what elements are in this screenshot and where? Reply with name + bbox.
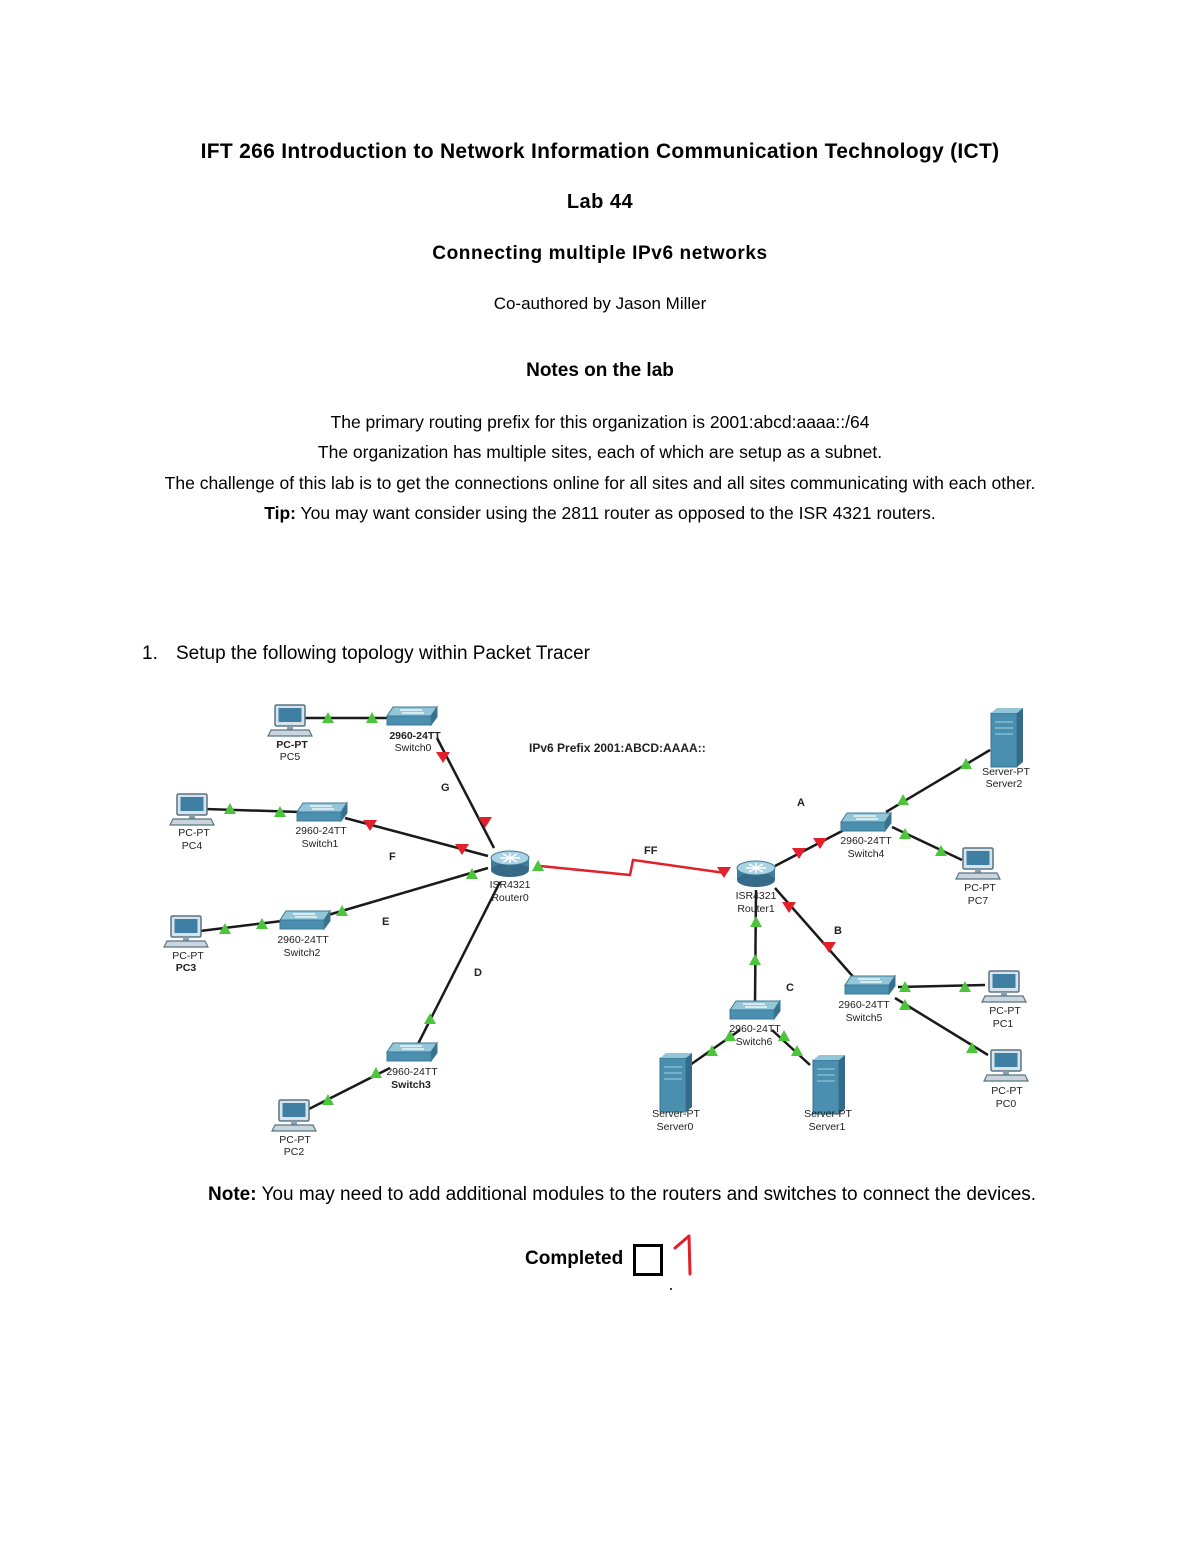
- link-label-c: C: [786, 982, 794, 994]
- author-line: Co-authored by Jason Miller: [493, 294, 707, 313]
- pc3-name-label: PC3: [176, 962, 197, 974]
- pc5-name-label: PC5: [280, 751, 301, 763]
- link-label-a: A: [797, 797, 805, 809]
- link-pc4-switch1: [204, 807, 301, 814]
- completed-section: Completed: [525, 1228, 705, 1298]
- pc4-model-label: PC-PT: [178, 827, 210, 839]
- switch0-name-label: Switch0: [395, 742, 432, 754]
- link-label-d: D: [474, 967, 482, 979]
- pc0-model-label: PC-PT: [991, 1085, 1023, 1097]
- switch5-name-label: Switch5: [846, 1012, 883, 1024]
- note-text: You may need to add additional modules t…: [256, 1184, 1037, 1205]
- pc2-model-label: PC-PT: [279, 1134, 311, 1146]
- lab-number: Lab 44: [566, 191, 634, 213]
- serial-link-ff: [539, 858, 726, 877]
- server1-name-label: Server1: [809, 1121, 846, 1133]
- completed-label: Completed: [525, 1248, 624, 1269]
- pc1-icon: [981, 970, 1027, 1003]
- server0-icon: [659, 1052, 693, 1113]
- pc2-name-label: PC2: [284, 1146, 305, 1158]
- pc7-name-label: PC7: [968, 895, 989, 907]
- switch0-icon: [386, 706, 438, 726]
- link-router1-switch4: [774, 828, 845, 868]
- switch2-icon: [279, 910, 331, 930]
- server0-name-label: Server0: [657, 1121, 694, 1133]
- link-label-b: B: [834, 925, 842, 937]
- switch3-icon: [386, 1042, 438, 1062]
- router1-model-label: ISR4321: [736, 890, 777, 902]
- pc1-model-label: PC-PT: [989, 1005, 1021, 1017]
- switch1-icon: [296, 802, 348, 822]
- pc5-model-label: PC-PT: [276, 739, 308, 751]
- pc0-name-label: PC0: [996, 1098, 1017, 1110]
- switch5-model-label: 2960-24TT: [838, 999, 890, 1011]
- link-label-f: F: [389, 851, 396, 863]
- link-switch4-pc7: [891, 825, 963, 862]
- tip-label: Tip:: [264, 503, 296, 523]
- pc4-icon: [169, 793, 215, 826]
- pc7-model-label: PC-PT: [964, 882, 996, 894]
- link-status-indicators: [219, 712, 978, 1105]
- switch4-icon: [840, 812, 892, 832]
- switch3-model-label: 2960-24TT: [386, 1066, 438, 1078]
- completed-checkbox[interactable]: [633, 1244, 663, 1276]
- server1-icon: [812, 1054, 846, 1115]
- pc3-icon: [163, 915, 209, 948]
- switch3-name-label: Switch3: [391, 1079, 431, 1091]
- server0-model-label: Server-PT: [652, 1108, 700, 1120]
- server2-icon: [990, 707, 1024, 768]
- step-number: 1.: [142, 643, 158, 664]
- switch2-model-label: 2960-24TT: [277, 934, 329, 946]
- switch4-model-label: 2960-24TT: [840, 835, 892, 847]
- step-text: Setup the following topology within Pack…: [176, 643, 591, 664]
- pc1-name-label: PC1: [993, 1018, 1014, 1030]
- step-item: 1. Setup the following topology within Pa…: [142, 643, 590, 665]
- switch6-model-label: 2960-24TT: [729, 1023, 781, 1035]
- switch2-name-label: Switch2: [284, 947, 321, 959]
- tip-text: You may want consider using the 2811 rou…: [295, 503, 936, 523]
- switch6-icon: [729, 1000, 781, 1020]
- notes-line: The challenge of this lab is to get the …: [164, 473, 1036, 493]
- switch4-name-label: Switch4: [848, 848, 885, 860]
- server2-name-label: Server2: [986, 778, 1023, 790]
- link-label-g: G: [441, 782, 450, 794]
- note-line: Note: You may need to add additional mod…: [208, 1184, 1036, 1206]
- link-switch6-server1: [771, 1029, 811, 1066]
- notes-line: The primary routing prefix for this orga…: [330, 412, 870, 432]
- tip-line: Tip: You may want consider using the 281…: [0, 503, 1200, 524]
- router1-name-label: Router1: [737, 903, 775, 915]
- link-router1-switch6: [753, 889, 758, 1003]
- notes-heading: Notes on the lab: [526, 360, 674, 381]
- link-router1-switch5: [774, 887, 857, 981]
- link-switch5-pc1: [897, 983, 986, 989]
- lab-subtitle: Connecting multiple IPv6 networks: [432, 243, 768, 264]
- pc5-icon: [267, 704, 313, 737]
- handwritten-mark-icon: [670, 1234, 692, 1290]
- switch0-model-label: 2960-24TT: [389, 730, 441, 742]
- pc0-icon: [983, 1049, 1029, 1082]
- link-label-e: E: [382, 916, 389, 928]
- link-label-ff: FF: [644, 845, 658, 857]
- pc7-icon: [955, 847, 1001, 880]
- switch1-name-label: Switch1: [302, 838, 339, 850]
- document-title: IFT 266 Introduction to Network Informat…: [200, 140, 1000, 163]
- ipv6-prefix-label: IPv6 Prefix 2001:ABCD:AAAA::: [529, 741, 706, 755]
- notes-line: The organization has multiple sites, eac…: [317, 442, 883, 462]
- router0-name-label: Router0: [491, 892, 529, 904]
- note-label: Note:: [208, 1184, 257, 1205]
- link-pc3-switch2: [199, 919, 283, 933]
- server2-model-label: Server-PT: [982, 766, 1030, 778]
- server1-model-label: Server-PT: [804, 1108, 852, 1120]
- switch1-model-label: 2960-24TT: [295, 825, 347, 837]
- link-switch2-router0: [327, 866, 489, 917]
- router0-model-label: ISR4321: [490, 879, 531, 891]
- router1-icon: [736, 860, 776, 888]
- router0-icon: [490, 850, 530, 878]
- pc4-name-label: PC4: [182, 840, 203, 852]
- pc3-model-label: PC-PT: [172, 950, 204, 962]
- switch5-icon: [844, 975, 896, 995]
- switch6-name-label: Switch6: [736, 1036, 773, 1048]
- pc2-icon: [271, 1099, 317, 1132]
